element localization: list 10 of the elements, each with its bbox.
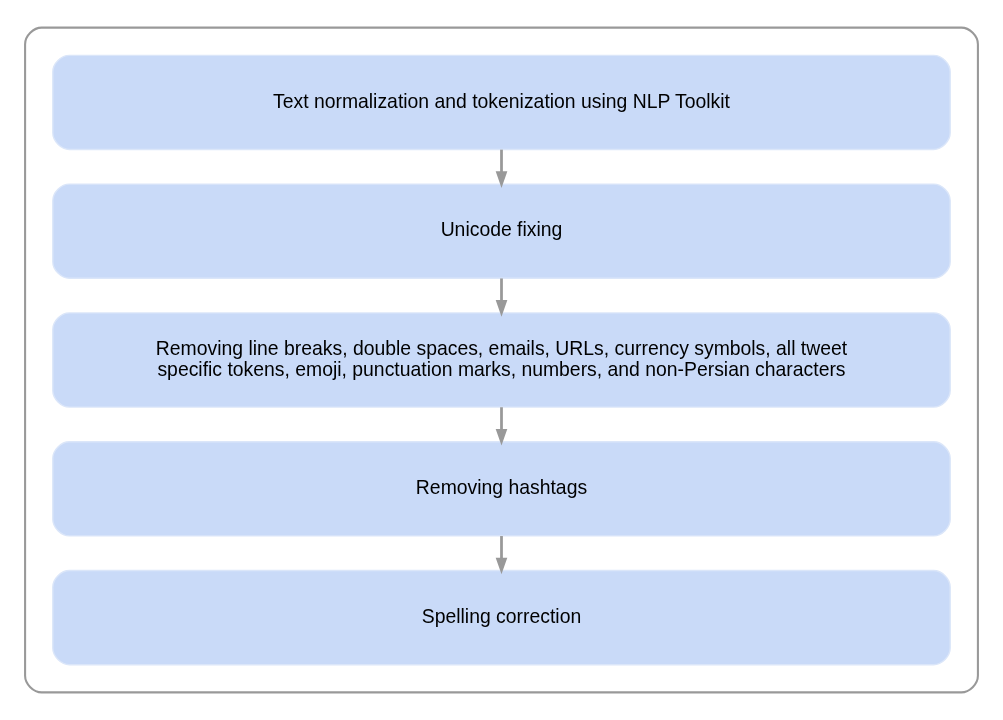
- node-box: Removing hashtags: [52, 441, 951, 537]
- arrow: [495, 536, 508, 575]
- arrow: [495, 149, 508, 188]
- node-box: Removing line breaks, double spaces, emails, URLs, currency symbols, all tweet specific tokens, emoji, punctuation marks, numbers, and non-Persian characters: [52, 312, 951, 408]
- node-box: Text normalization and tokenization using NLP Toolkit: [52, 54, 951, 151]
- node-box: Unicode fixing: [52, 183, 951, 279]
- arrow: [495, 278, 508, 317]
- node-box: Spelling correction: [52, 569, 951, 666]
- cluster: [24, 26, 979, 694]
- arrow: [495, 407, 508, 446]
